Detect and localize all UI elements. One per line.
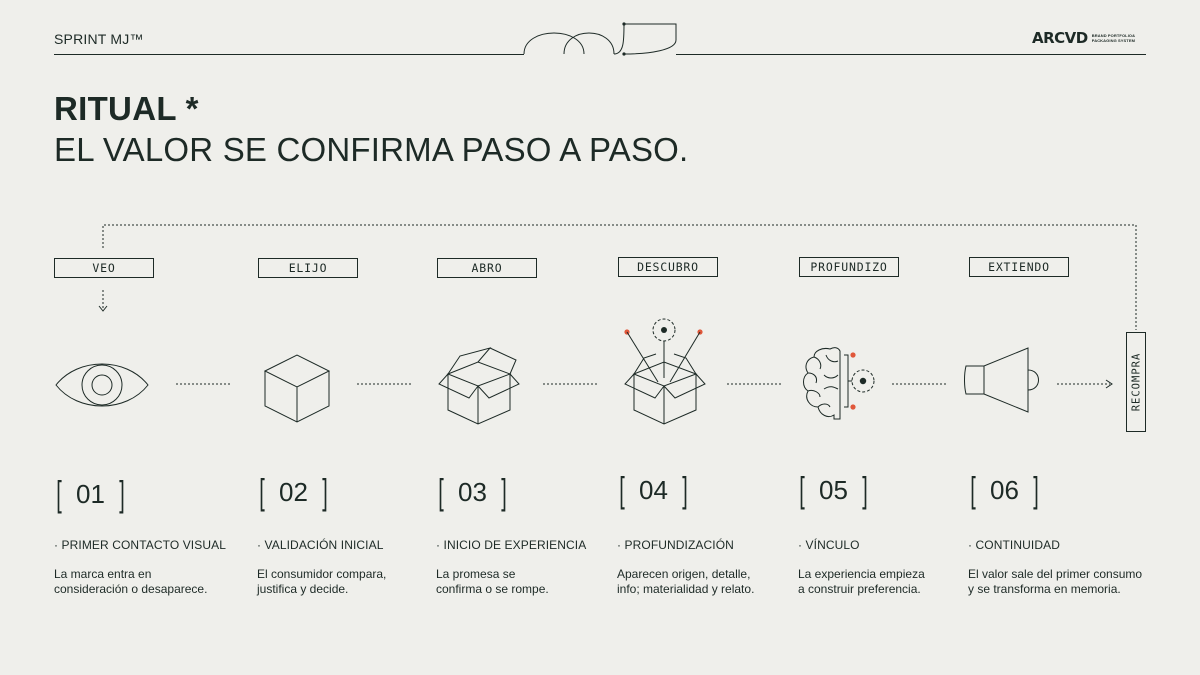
step-tag-extiendo: EXTIENDO bbox=[969, 257, 1069, 277]
step-tag-profundizo: PROFUNDIZO bbox=[799, 257, 899, 277]
step-tag-descubro: DESCUBRO bbox=[618, 257, 718, 277]
step-desc-line: La promesa se bbox=[436, 567, 516, 581]
step-desc-line: justifica y decide. bbox=[257, 582, 349, 596]
step-number-04: [04] bbox=[619, 469, 688, 510]
header-label: SPRINT MJ™ bbox=[54, 31, 144, 47]
step-phase-02: · VALIDACIÓN INICIAL bbox=[257, 538, 384, 552]
step-desc-01: La marca entra en consideración o desapa… bbox=[54, 567, 207, 597]
step-desc-line: La experiencia empieza bbox=[798, 567, 925, 581]
discover-box-icon bbox=[624, 318, 706, 425]
step-phase-01: · PRIMER CONTACTO VISUAL bbox=[54, 538, 226, 552]
step-desc-06: El valor sale del primer consumo y se tr… bbox=[968, 567, 1142, 597]
megaphone-icon bbox=[964, 347, 1039, 413]
eye-icon bbox=[55, 363, 149, 407]
logo-sub-2: PACKAGING SYSTEM bbox=[1091, 38, 1136, 43]
step-number-text: 02 bbox=[279, 476, 308, 507]
step-desc-02: El consumidor compara, justifica y decid… bbox=[257, 567, 386, 597]
brain-icon bbox=[803, 347, 875, 420]
step-number-text: 04 bbox=[639, 474, 668, 505]
step-number-02: [02] bbox=[259, 471, 328, 512]
page-subtitle: EL VALOR SE CONFIRMA PASO A PASO. bbox=[54, 131, 689, 168]
header-rule-left bbox=[54, 54, 524, 55]
step-tag-elijo: ELIJO bbox=[258, 258, 358, 278]
page-title: RITUAL * bbox=[54, 90, 199, 127]
step-number-06: [06] bbox=[970, 469, 1039, 510]
step-tag-veo: VEO bbox=[54, 258, 154, 278]
step-number-text: 05 bbox=[819, 474, 848, 505]
step-tag-abro: ABRO bbox=[437, 258, 537, 278]
step-desc-line: consideración o desaparece. bbox=[54, 582, 208, 596]
step-phase-05: · VÍNCULO bbox=[798, 538, 860, 552]
step-desc-03: La promesa se confirma o se rompe. bbox=[436, 567, 549, 597]
step-number-05: [05] bbox=[799, 469, 868, 510]
step-desc-line: Aparecen origen, detalle, bbox=[617, 567, 751, 581]
step-desc-line: El consumidor compara, bbox=[257, 567, 387, 581]
step-desc-line: a construir preferencia. bbox=[798, 582, 921, 596]
step-number-text: 01 bbox=[76, 478, 105, 509]
step-desc-05: La experiencia empieza a construir prefe… bbox=[798, 567, 925, 597]
step-number-01: [01] bbox=[56, 473, 125, 514]
step-phase-04: · PROFUNDIZACIÓN bbox=[617, 538, 734, 552]
step-phase-03: · INICIO DE EXPERIENCIA bbox=[436, 538, 587, 552]
mj-monogram-icon bbox=[523, 22, 677, 56]
step-number-03: [03] bbox=[438, 471, 507, 512]
step-phase-06: · CONTINUIDAD bbox=[968, 538, 1060, 552]
brand-logo: ARCVD BRAND PORTFOLIO& PACKAGING SYSTEM bbox=[1032, 29, 1150, 47]
recompra-box: RECOMPRA bbox=[1126, 332, 1146, 432]
step-desc-04: Aparecen origen, detalle, info; material… bbox=[617, 567, 754, 597]
step-desc-line: info; materialidad y relato. bbox=[617, 582, 755, 596]
recompra-label: RECOMPRA bbox=[1130, 352, 1143, 412]
step-desc-line: confirma o se rompe. bbox=[436, 582, 549, 596]
open-box-icon bbox=[438, 347, 520, 425]
logo-word: ARCVD bbox=[1032, 28, 1088, 47]
logo-sub-1: BRAND PORTFOLIO& bbox=[1091, 33, 1136, 38]
step-desc-line: El valor sale del primer consumo bbox=[968, 567, 1143, 581]
step-number-text: 06 bbox=[990, 474, 1019, 505]
step-desc-line: La marca entra en bbox=[54, 567, 152, 581]
cube-icon bbox=[263, 354, 331, 423]
step-number-text: 03 bbox=[458, 476, 487, 507]
header-rule-right bbox=[676, 54, 1146, 55]
step-desc-line: y se transforma en memoria. bbox=[968, 582, 1121, 596]
